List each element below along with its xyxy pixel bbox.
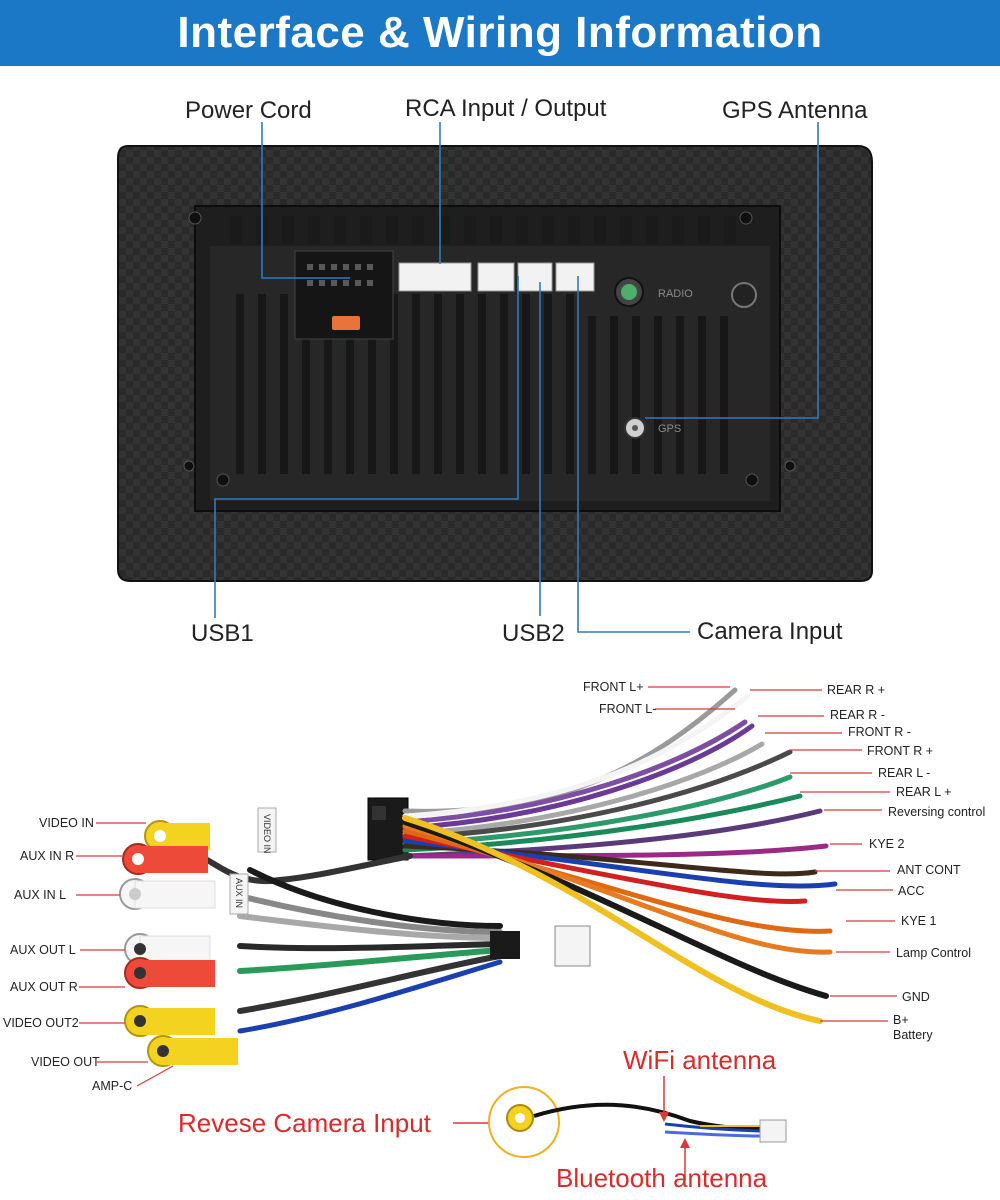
- label-rear-r-minus: REAR R -: [830, 708, 885, 722]
- label-ant-cont: ANT CONT: [897, 863, 961, 877]
- label-video-out2: VIDEO OUT2: [3, 1016, 79, 1030]
- svg-text:AUX IN: AUX IN: [234, 878, 244, 908]
- callout-gps-antenna: GPS Antenna: [722, 97, 868, 124]
- ground-screw: [731, 282, 757, 308]
- svg-text:VIDEO IN: VIDEO IN: [262, 814, 272, 854]
- header-banner: Interface & Wiring Information: [0, 0, 1000, 66]
- label-reversing-control: Reversing control: [888, 805, 985, 819]
- label-front-r-minus: FRONT R -: [848, 725, 911, 739]
- label-kye-2: KYE 2: [869, 837, 904, 851]
- label-aux-in-r: AUX IN R: [20, 849, 74, 863]
- label-video-in: VIDEO IN: [39, 816, 94, 830]
- callout-lines: [214, 122, 819, 633]
- label-rear-l-plus: REAR L +: [896, 785, 951, 799]
- label-wifi-antenna: WiFi antenna: [623, 1045, 777, 1075]
- rca-bundle: [197, 853, 591, 1034]
- label-b-plus: B+: [893, 1013, 909, 1027]
- label-amp-c: AMP-C: [92, 1079, 132, 1093]
- antenna-connector: [759, 1119, 787, 1143]
- aux-white-connector: [554, 925, 591, 967]
- callout-usb1: USB1: [191, 620, 254, 647]
- left-wire-labels: VIDEO IN AUX IN R AUX IN L AUX OUT L AUX…: [3, 816, 132, 1093]
- label-front-l-minus: FRONT L-: [599, 702, 656, 716]
- rca-plug-video-out2: [124, 1005, 215, 1037]
- gps-socket-label: GPS: [658, 423, 681, 435]
- radio-socket-label: RADIO: [658, 288, 693, 300]
- label-kye-1: KYE 1: [901, 914, 936, 928]
- wire-tag-aux-in: AUX IN: [229, 873, 249, 915]
- label-front-r-plus: FRONT R +: [867, 744, 933, 758]
- rca-plug-aux-in-l: [119, 878, 216, 910]
- label-lamp-control: Lamp Control: [896, 946, 971, 960]
- label-aux-in-l: AUX IN L: [14, 888, 66, 902]
- right-wire-labels: FRONT L+ FRONT L- REAR R + REAR R - FRON…: [583, 680, 985, 1042]
- rca-plug-aux-out-r: [124, 957, 215, 989]
- wiring-diagram: RADIO GPS Power Cord RCA Input / Output …: [3, 95, 985, 1193]
- rca-plug-aux-in-r: [122, 843, 208, 875]
- callout-rca: RCA Input / Output: [405, 95, 607, 122]
- callout-power-cord: Power Cord: [185, 97, 312, 124]
- callout-usb2: USB2: [502, 620, 565, 647]
- rca-plug-video-in: [144, 820, 210, 852]
- fuse: [332, 316, 360, 330]
- label-aux-out-r: AUX OUT R: [10, 980, 78, 994]
- label-acc: ACC: [898, 884, 924, 898]
- label-bluetooth-antenna: Bluetooth antenna: [556, 1163, 768, 1193]
- rca-plug-video-out: [147, 1035, 238, 1067]
- head-unit-back: RADIO GPS: [117, 145, 873, 582]
- label-rear-l-minus: REAR L -: [878, 766, 930, 780]
- label-aux-out-l: AUX OUT L: [10, 943, 76, 957]
- label-battery: Battery: [893, 1028, 933, 1042]
- rca-plugs: [119, 820, 238, 1067]
- label-rear-r-plus: REAR R +: [827, 683, 885, 697]
- label-video-out: VIDEO OUT: [31, 1055, 100, 1069]
- label-front-l-plus: FRONT L+: [583, 680, 644, 694]
- label-reverse-camera-input: Revese Camera Input: [178, 1108, 432, 1138]
- white-connectors: [398, 262, 595, 292]
- callout-camera-input: Camera Input: [697, 618, 843, 645]
- wire-tag-video-in: VIDEO IN: [257, 807, 277, 854]
- label-gnd: GND: [902, 990, 930, 1004]
- antenna-cable: [453, 1076, 787, 1181]
- left-label-lines: [76, 822, 174, 1087]
- right-label-lines: [648, 686, 897, 1022]
- wiring-harness: [367, 687, 838, 1024]
- page-title: Interface & Wiring Information: [177, 8, 823, 57]
